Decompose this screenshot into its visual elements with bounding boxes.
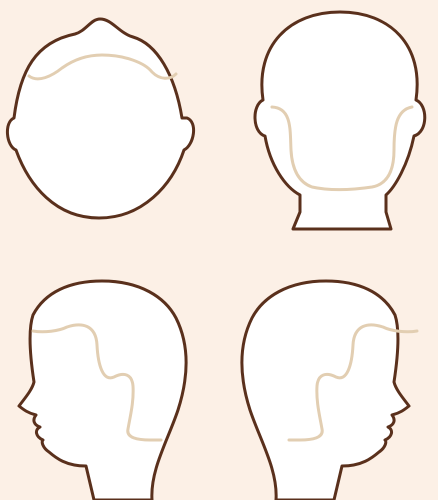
left-profile-outline <box>19 281 186 500</box>
front-head-outline <box>7 19 193 218</box>
back-head-outline <box>255 12 425 229</box>
head-right-profile-icon <box>242 281 417 500</box>
head-back-view-icon <box>255 12 425 229</box>
head-left-profile-icon <box>19 281 186 500</box>
right-profile-outline <box>242 281 409 500</box>
head-front-view-icon <box>7 19 193 218</box>
